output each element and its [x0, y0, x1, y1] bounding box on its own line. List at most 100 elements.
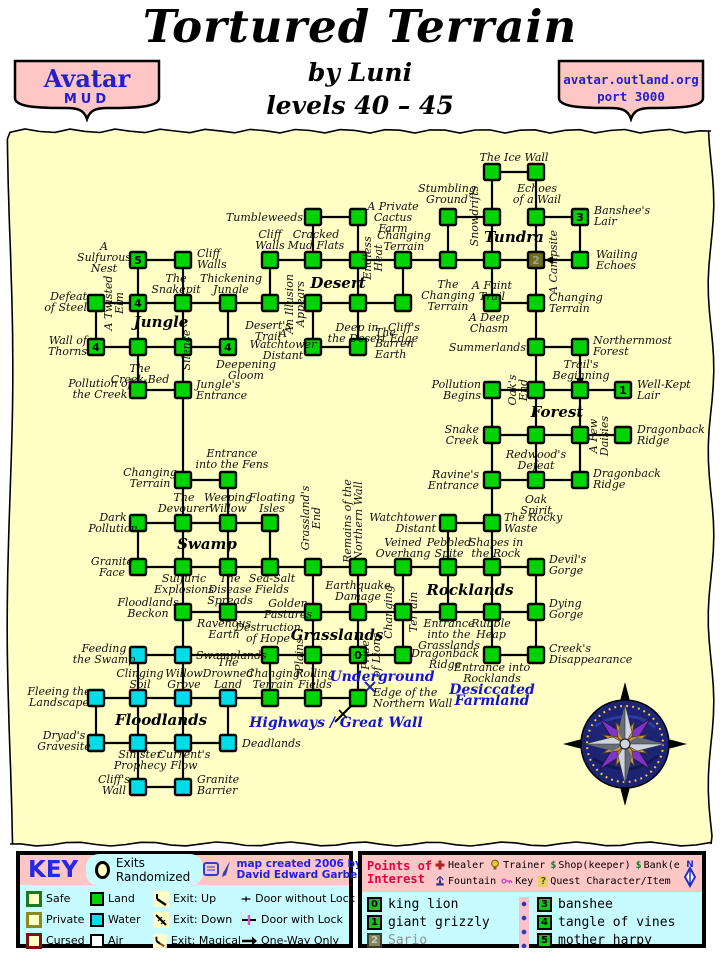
room-node: [393, 250, 413, 270]
room-number: 0: [354, 649, 362, 662]
map-credit: map created 2006 by David Edward Garber: [202, 858, 368, 882]
exits-randomized-label: Exits Randomized: [115, 856, 191, 884]
room-node: [86, 733, 106, 753]
room-node: [348, 337, 368, 357]
shop-icon: $: [550, 859, 557, 871]
key-title: KEY: [28, 857, 79, 883]
room-node: [173, 513, 193, 533]
room-node: [348, 293, 368, 313]
page-title: Tortured Terrain: [142, 0, 578, 53]
room-label: Grassland'sEnd: [299, 485, 323, 550]
room-node: [348, 250, 368, 270]
room-node: [482, 425, 502, 445]
poi-number-badge: 3: [537, 897, 552, 912]
poi-service-label: Shop(keeper): [558, 859, 631, 871]
room-label: A Campsite: [547, 230, 560, 295]
room-node: [570, 380, 590, 400]
poi-entry-label: king lion: [388, 897, 459, 912]
key-item-water: Water: [90, 909, 153, 930]
room-node: [218, 557, 238, 577]
room-node: [438, 557, 458, 577]
exit-up-icon: [153, 890, 169, 907]
key-item-label: Exit: Magical: [170, 934, 241, 947]
room-node: [218, 688, 238, 708]
room-node: [260, 557, 280, 577]
room-node: [482, 293, 502, 313]
room-node: [526, 250, 546, 270]
key-item-label: Door without Lock: [255, 892, 355, 905]
poi-entry-label: Sario: [388, 933, 428, 948]
room-node: [393, 645, 413, 665]
region-label: Swamp: [177, 535, 237, 553]
room-node: [128, 733, 148, 753]
room-number: 5: [134, 254, 142, 267]
exit-down-icon: [153, 911, 169, 928]
bank-icon: $: [635, 859, 642, 871]
room-node: [173, 337, 193, 357]
level-range: levels 40 – 45: [266, 91, 454, 120]
room-node: [303, 602, 323, 622]
room-node: [260, 513, 280, 533]
room-node: [526, 470, 546, 490]
room-node: [218, 602, 238, 622]
room-node: [128, 557, 148, 577]
room-node: [526, 337, 546, 357]
room-node: [526, 207, 546, 227]
room-number: 1: [619, 384, 627, 397]
exit-tick-icon: [338, 709, 348, 719]
room-node: [482, 513, 502, 533]
trainer-icon: [491, 859, 500, 870]
region-label: Grasslands: [291, 626, 384, 644]
room-node: [482, 207, 502, 227]
room-node: [526, 425, 546, 445]
key-item-cursed: Cursed: [26, 930, 90, 951]
compass-fleur-point: [665, 739, 687, 749]
room-node: [128, 513, 148, 533]
poi-service-label: Quest Character/Item: [550, 875, 671, 887]
door-icon: [241, 895, 251, 902]
key-item-exit-up: Exit: Up: [153, 888, 241, 909]
room-label: An IllusionAppears: [283, 274, 307, 335]
poi-service-label: Bank(er): [643, 859, 680, 871]
server-host: avatar.outland.org: [563, 72, 698, 87]
poi-service-label: Fountain: [448, 875, 497, 887]
svg-text:N: N: [686, 860, 694, 870]
key-item-label: Private: [46, 913, 85, 926]
poi-services: HealerTrainer$Shop(keeper)$Bank(er)Fount…: [434, 855, 680, 892]
poi-service-shop: $Shop(keeper): [550, 860, 630, 871]
room-node: [613, 425, 633, 445]
zone-link-label: Highways / Great Wall: [248, 715, 422, 731]
room-label: A FewDaisies: [587, 416, 611, 458]
room-node: [482, 602, 502, 622]
room-node: [570, 207, 590, 227]
zone-link-label: Underground: [329, 669, 434, 685]
water-icon: [90, 912, 104, 927]
room-label: The Ice Wall: [480, 151, 549, 164]
room-node: [128, 293, 148, 313]
room-label: Silence: [180, 329, 193, 370]
poi-entry-label: tangle of vines: [558, 915, 676, 930]
